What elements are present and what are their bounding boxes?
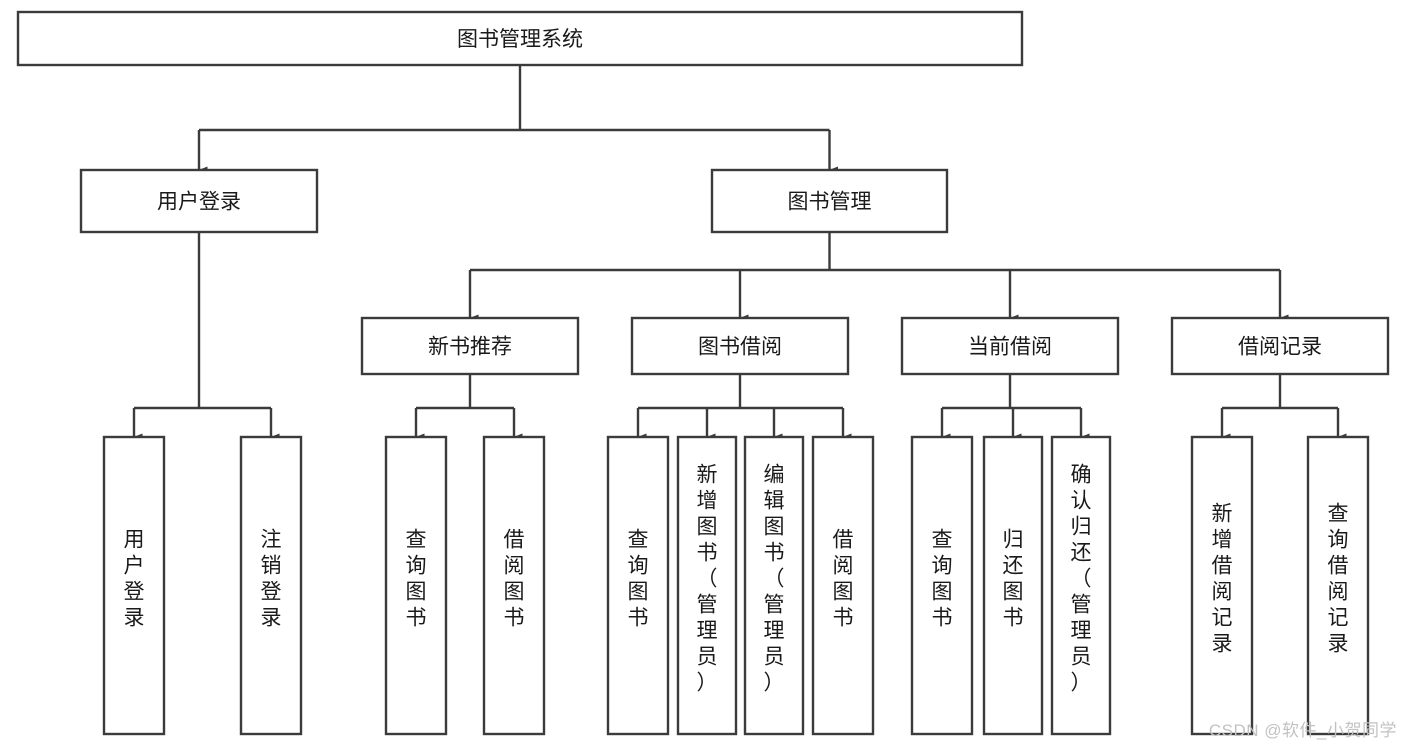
node-box[interactable] bbox=[1050, 435, 1112, 736]
node-box[interactable] bbox=[606, 435, 670, 736]
node-box[interactable] bbox=[630, 316, 850, 376]
node-box[interactable] bbox=[676, 435, 738, 736]
node-box[interactable] bbox=[482, 435, 546, 736]
node-label: 新书推荐 bbox=[428, 336, 512, 359]
node-leaf-12[interactable]: 查询借阅记录 bbox=[1306, 435, 1370, 736]
node-label: 编辑图书（管理员） bbox=[764, 464, 785, 695]
node-label: 图书管理系统 bbox=[457, 28, 583, 51]
node-label: 借阅图书 bbox=[504, 529, 525, 630]
node-level3-3[interactable]: 借阅记录 bbox=[1170, 316, 1390, 376]
node-label: 借阅记录 bbox=[1238, 336, 1322, 359]
node-level3-1[interactable]: 图书借阅 bbox=[630, 316, 850, 376]
node-box[interactable] bbox=[1190, 435, 1254, 736]
node-box[interactable] bbox=[910, 435, 974, 736]
node-leaf-7[interactable]: 借阅图书 bbox=[811, 435, 875, 736]
node-level3-2[interactable]: 当前借阅 bbox=[900, 316, 1120, 376]
node-label: 查询借阅记录 bbox=[1328, 503, 1349, 656]
node-label: 新增借阅记录 bbox=[1212, 503, 1233, 656]
node-box[interactable] bbox=[982, 435, 1044, 736]
node-label: 注销登录 bbox=[261, 529, 282, 630]
node-leaf-1[interactable]: 注销登录 bbox=[239, 435, 303, 736]
node-box[interactable] bbox=[1306, 435, 1370, 736]
nodes-layer: 图书管理系统用户登录图书管理新书推荐图书借阅当前借阅借阅记录用户登录注销登录查询… bbox=[16, 10, 1390, 736]
node-label: 确认归还（管理员） bbox=[1071, 464, 1092, 695]
node-level2-0[interactable]: 用户登录 bbox=[79, 168, 319, 234]
node-level3-0[interactable]: 新书推荐 bbox=[360, 316, 580, 376]
node-box[interactable] bbox=[384, 435, 448, 736]
node-level2-1[interactable]: 图书管理 bbox=[710, 168, 949, 234]
node-label: 借阅图书 bbox=[833, 529, 854, 630]
node-box[interactable] bbox=[239, 435, 303, 736]
node-label: 归还图书 bbox=[1003, 529, 1024, 630]
node-box[interactable] bbox=[811, 435, 875, 736]
node-leaf-3[interactable]: 借阅图书 bbox=[482, 435, 546, 736]
node-leaf-6[interactable]: 编辑图书（管理员） bbox=[743, 435, 805, 736]
node-leaf-11[interactable]: 新增借阅记录 bbox=[1190, 435, 1254, 736]
node-box[interactable] bbox=[900, 316, 1120, 376]
node-label: 新增图书（管理员） bbox=[697, 464, 718, 695]
node-leaf-5[interactable]: 新增图书（管理员） bbox=[676, 435, 738, 736]
node-box[interactable] bbox=[1170, 316, 1390, 376]
node-label: 图书借阅 bbox=[698, 336, 782, 359]
node-leaf-0[interactable]: 用户登录 bbox=[102, 435, 166, 736]
node-box[interactable] bbox=[360, 316, 580, 376]
node-label: 用户登录 bbox=[157, 191, 241, 214]
node-leaf-10[interactable]: 确认归还（管理员） bbox=[1050, 435, 1112, 736]
node-label: 用户登录 bbox=[124, 529, 145, 630]
node-leaf-8[interactable]: 查询图书 bbox=[910, 435, 974, 736]
node-box[interactable] bbox=[79, 168, 319, 234]
node-label: 图书管理 bbox=[788, 191, 872, 214]
node-label: 查询图书 bbox=[406, 529, 427, 630]
node-leaf-2[interactable]: 查询图书 bbox=[384, 435, 448, 736]
node-leaf-4[interactable]: 查询图书 bbox=[606, 435, 670, 736]
node-label: 查询图书 bbox=[628, 529, 649, 630]
node-label: 查询图书 bbox=[932, 529, 953, 630]
node-box[interactable] bbox=[710, 168, 949, 234]
node-box[interactable] bbox=[16, 10, 1024, 67]
node-root-0[interactable]: 图书管理系统 bbox=[16, 10, 1024, 67]
node-box[interactable] bbox=[743, 435, 805, 736]
node-leaf-9[interactable]: 归还图书 bbox=[982, 435, 1044, 736]
node-box[interactable] bbox=[102, 435, 166, 736]
node-label: 当前借阅 bbox=[968, 336, 1052, 359]
edges-layer bbox=[132, 65, 1347, 441]
